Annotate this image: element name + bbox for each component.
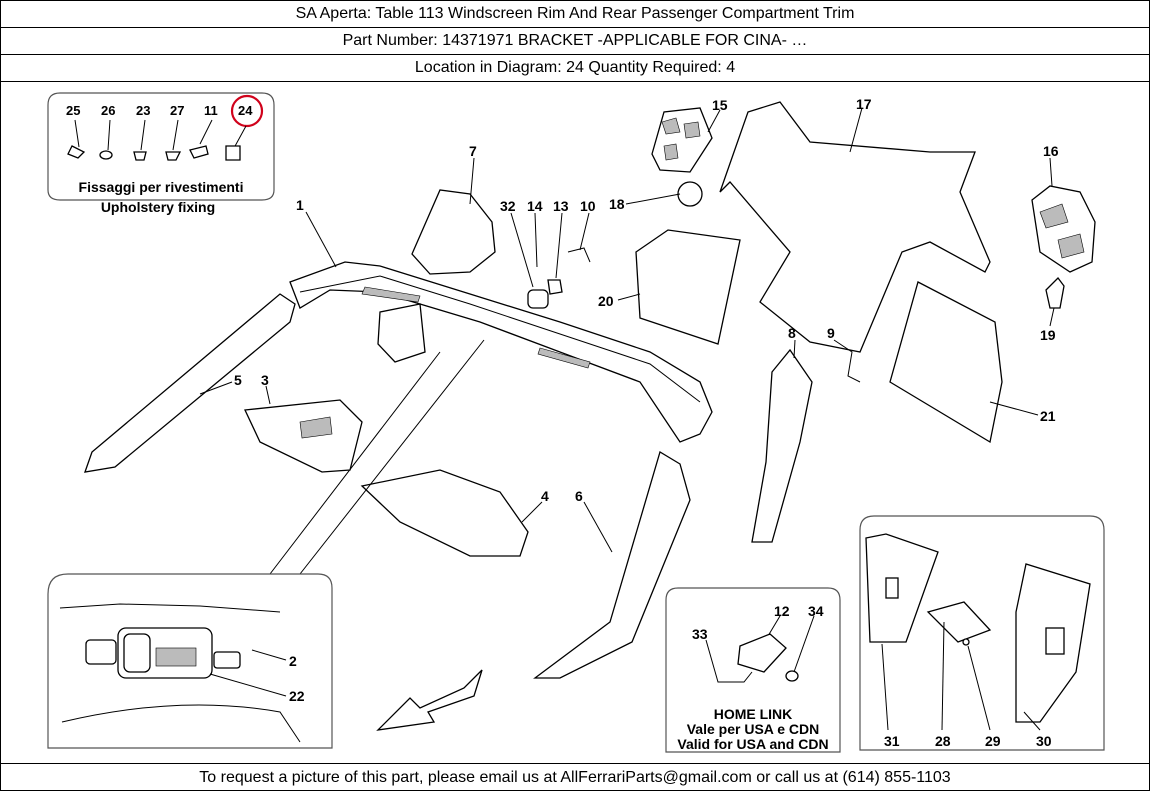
callout-17: 17 [856, 96, 872, 112]
fixing-label-25: 25 [66, 103, 80, 118]
fixing-box: 25 26 23 27 11 24 Fissaggi per rivestime… [47, 92, 275, 215]
callout-9: 9 [827, 325, 835, 341]
part-number-line: Part Number: 14371971 BRACKET -APPLICABL… [0, 28, 1150, 55]
trim-8 [751, 348, 813, 543]
right-label-29: 29 [985, 733, 1001, 749]
clip-19 [1045, 277, 1065, 309]
right-label-28: 28 [935, 733, 951, 749]
homelink-box: 12 34 33 HOME LINK Vale per USA e CDN Va… [665, 587, 841, 753]
callout-3: 3 [261, 372, 269, 388]
homelink-module [737, 633, 787, 673]
fixing-label-23: 23 [136, 103, 150, 118]
fastener-icons [67, 119, 247, 161]
callout-18: 18 [609, 196, 625, 212]
grille-18 [677, 181, 703, 207]
callout-10: 10 [580, 198, 596, 214]
part-32 [527, 289, 549, 309]
homelink-box-frame [665, 587, 841, 753]
sun-visor-right [360, 469, 529, 557]
callout-4: 4 [541, 488, 549, 504]
callout-21: 21 [1040, 408, 1056, 424]
callout-5: 5 [234, 372, 242, 388]
parts-diagram: 25 26 23 27 11 24 Fissaggi per rivestime… [47, 92, 1105, 753]
detail-box: 2 22 [47, 573, 333, 749]
callout-6: 6 [575, 488, 583, 504]
bracket-7 [411, 189, 496, 275]
rear-trim-17 [719, 101, 991, 353]
homelink-label-33: 33 [692, 626, 708, 642]
callout-14: 14 [527, 198, 543, 214]
contact-footer: To request a picture of this part, pleas… [0, 763, 1150, 791]
part-10 [567, 247, 591, 263]
panel-21 [889, 281, 1003, 444]
fixing-box-frame [47, 92, 275, 201]
callout-15: 15 [712, 97, 728, 113]
callout-16: 16 [1043, 143, 1059, 159]
detail-label-2: 2 [289, 653, 297, 669]
fixing-caption-it: Fissaggi per rivestimenti [79, 179, 244, 195]
homelink-label-12: 12 [774, 603, 790, 619]
location-quantity-line: Location in Diagram: 24 Quantity Require… [0, 55, 1150, 82]
fixing-label-11: 11 [204, 103, 218, 118]
homelink-label-34: 34 [808, 603, 824, 619]
windscreen-rim [289, 261, 713, 443]
diagram-title: SA Aperta: Table 113 Windscreen Rim And … [0, 1, 1150, 28]
homelink-line-en: Valid for USA and CDN [677, 736, 828, 752]
homelink-title: HOME LINK [714, 706, 793, 722]
callout-7: 7 [469, 143, 477, 159]
callout-19: 19 [1040, 327, 1056, 343]
b-pillar-trim [533, 451, 691, 679]
highlight-circle-24 [230, 94, 264, 128]
right-label-30: 30 [1036, 733, 1052, 749]
callout-8: 8 [788, 325, 796, 341]
callout-13: 13 [553, 198, 569, 214]
callout-20: 20 [598, 293, 614, 309]
fixing-label-26: 26 [101, 103, 115, 118]
callout-1: 1 [296, 197, 304, 213]
speaker-cover-16 [1031, 185, 1096, 273]
a-pillar-trim-left [84, 293, 296, 473]
panel-31 [865, 533, 939, 643]
fixing-label-27: 27 [170, 103, 184, 118]
direction-arrow [376, 669, 483, 731]
panel-20 [635, 229, 741, 345]
right-detail-box: 31 28 29 30 [859, 515, 1105, 751]
part-13 [547, 279, 563, 295]
speaker-grille-15 [651, 107, 713, 173]
callouts: 1 7 32 14 13 10 18 15 17 16 20 19 8 9 21… [199, 96, 1059, 553]
right-label-31: 31 [884, 733, 900, 749]
fixing-caption-en: Upholstery fixing [101, 199, 215, 215]
fixing-label-24: 24 [238, 103, 253, 118]
homelink-line-it: Vale per USA e CDN [687, 721, 820, 737]
screw-29 [962, 638, 970, 646]
bracket-28 [926, 601, 992, 643]
detail-label-22: 22 [289, 688, 305, 704]
callout-32: 32 [500, 198, 516, 214]
